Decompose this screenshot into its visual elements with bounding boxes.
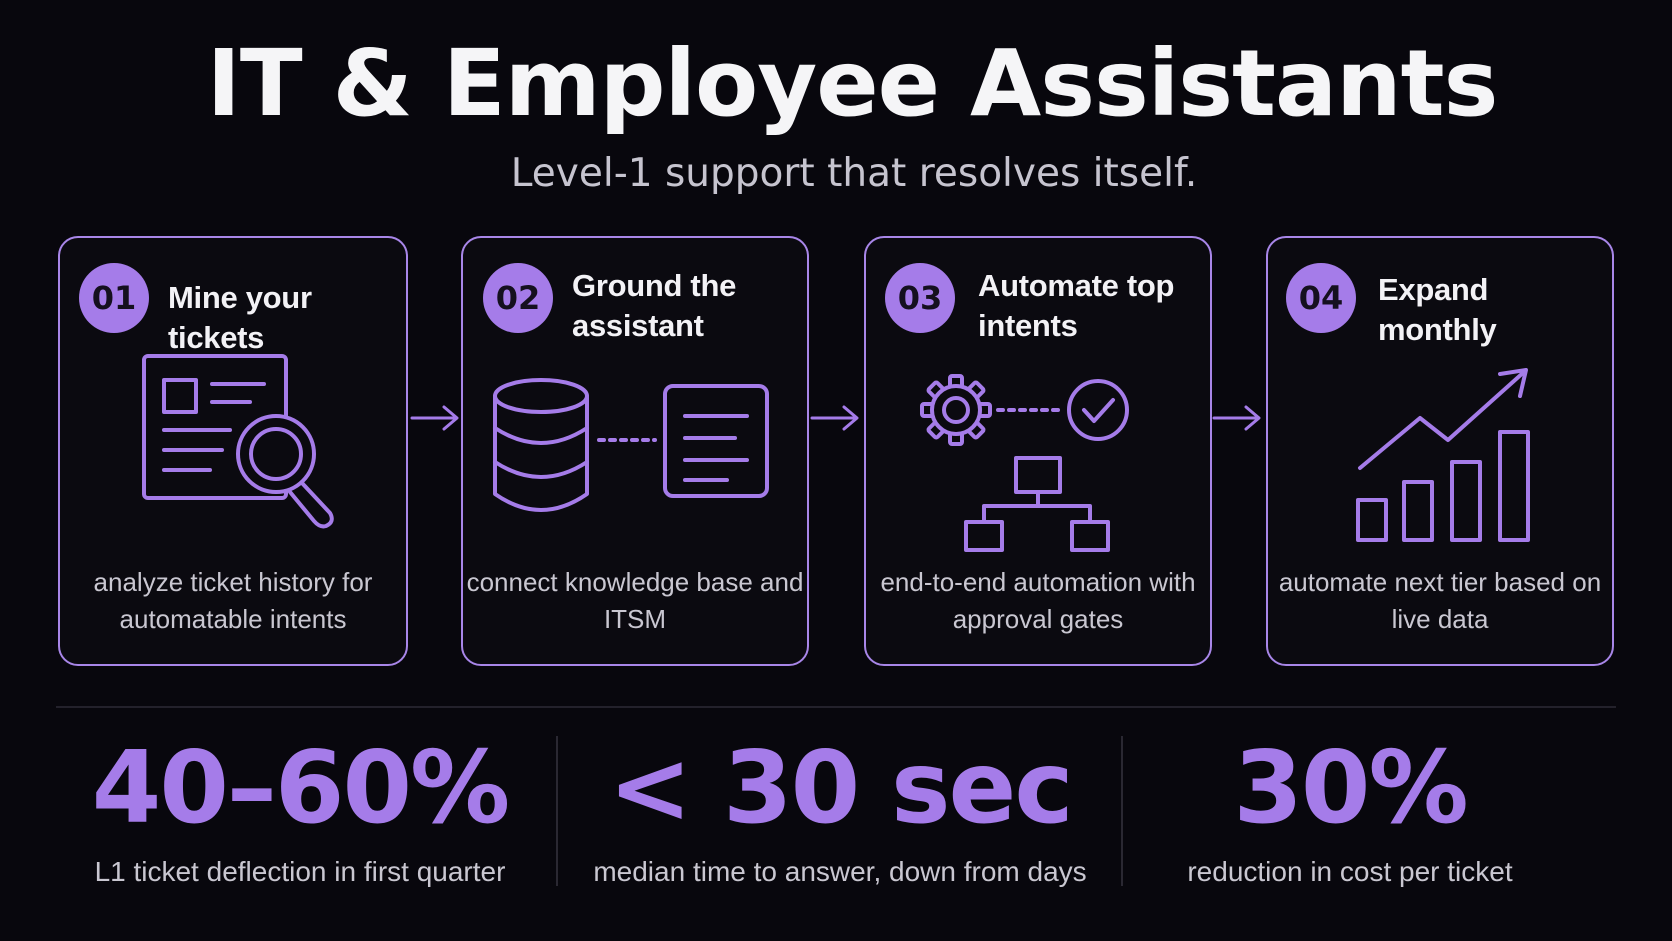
step-number-badge: 04 <box>1286 263 1356 333</box>
step-card-4: 04 Expand monthly automate next tier bas… <box>1266 236 1614 666</box>
step-title: Mine your tickets <box>168 280 312 355</box>
stat-value: < 30 sec <box>608 729 1073 846</box>
page-subtitle: Level-1 support that resolves itself. <box>510 151 1198 196</box>
stat-divider <box>1121 736 1123 886</box>
stat-time-to-answer: < 30 sec median time to answer, down fro… <box>580 738 1100 888</box>
stat-cost-reduction: 30% reduction in cost per ticket <box>1150 738 1550 888</box>
step-description: analyze ticket history for automatable i… <box>93 567 373 634</box>
stat-value: 30% <box>1233 729 1468 846</box>
database-document-icon <box>493 378 769 512</box>
growth-chart-icon <box>1356 368 1530 542</box>
document-magnifier-icon <box>142 354 334 529</box>
page-title: IT & Employee Assistants <box>206 30 1499 137</box>
section-divider <box>56 706 1616 708</box>
stat-label: median time to answer, down from days <box>593 856 1087 887</box>
arrow-right-icon <box>410 405 459 431</box>
step-title: Automate top intents <box>978 268 1175 343</box>
step-card-1: 01 Mine your tickets analyze ticket hist… <box>58 236 408 666</box>
step-number-badge: 02 <box>483 263 553 333</box>
step-description: connect knowledge base and ITSM <box>466 567 804 634</box>
stat-deflection: 40–60% L1 ticket deflection in first qua… <box>60 738 540 888</box>
step-title: Expand monthly <box>1378 272 1497 347</box>
arrow-right-icon <box>810 405 859 431</box>
step-number-badge: 03 <box>885 263 955 333</box>
step-description: automate next tier based on live data <box>1278 567 1602 634</box>
step-description: end-to-end automation with approval gate… <box>880 567 1196 634</box>
step-title: Ground the assistant <box>572 268 737 343</box>
step-number-badge: 01 <box>79 263 149 333</box>
step-card-3: 03 Automate top intents <box>864 236 1212 666</box>
step-card-2: 02 Ground the assistant connect knowledg… <box>461 236 809 666</box>
stat-value: 40–60% <box>91 729 511 846</box>
stat-label: L1 ticket deflection in first quarter <box>94 856 506 887</box>
gear-check-hierarchy-icon <box>920 374 1129 552</box>
stat-divider <box>556 736 558 886</box>
stat-label: reduction in cost per ticket <box>1187 856 1513 887</box>
arrow-right-icon <box>1212 405 1261 431</box>
